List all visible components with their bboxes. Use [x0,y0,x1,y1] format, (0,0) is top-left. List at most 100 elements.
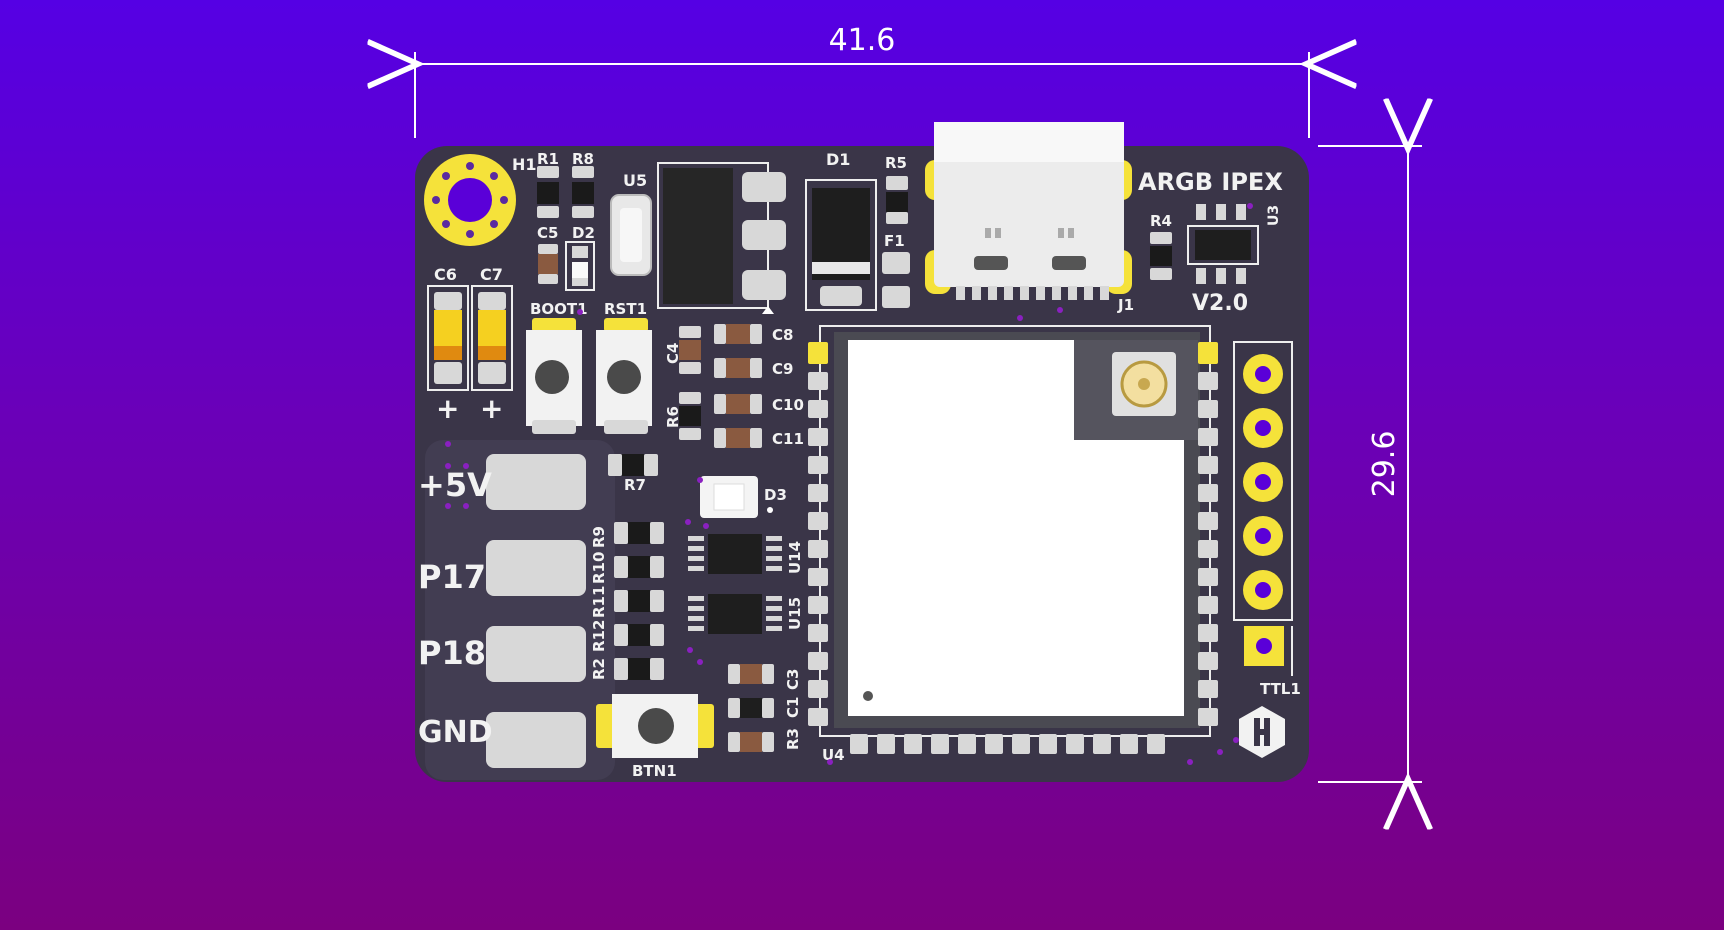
ref-ttl1: TTL1 [1260,680,1301,698]
resistor-r10: R10 [590,552,664,584]
resistor-r8: R8 [572,150,594,218]
ref-d3: D3 [764,486,787,504]
vias [445,203,1253,765]
capacitor-c7: C7 + [471,265,513,425]
ref-u15: U15 [786,597,804,630]
polarity-mark-c7: + [480,392,503,425]
ref-c4: C4 [664,343,682,364]
ic-u14: U14 [688,534,804,574]
led-d3: D3 [700,476,787,518]
polarity-mark-c6: + [436,392,459,425]
diode-d1: D1 [805,150,877,311]
ref-u14: U14 [786,541,804,574]
resistor-r2: R2 [590,658,664,680]
capacitor-c9: C9 [714,358,793,378]
ref-r1: R1 [537,150,559,168]
ref-c8: C8 [772,326,793,344]
ref-c9: C9 [772,360,793,378]
ref-r7: R7 [624,476,646,494]
ref-d2: D2 [572,224,595,242]
regulator-u5: U5 [610,162,786,314]
resistor-r1: R1 [537,150,559,218]
u4-bottom-pads [850,734,1165,754]
ref-rst1: RST1 [604,300,647,318]
capacitor-c10: C10 [714,394,804,414]
terminal-gnd[interactable]: GND [418,712,586,768]
capacitor-c11: C11 [714,428,804,448]
ref-u3: U3 [1266,205,1282,226]
ref-d1: D1 [826,150,850,169]
ref-c10: C10 [772,396,804,414]
header-pin-1[interactable] [1243,354,1283,394]
wifi-module-u4: U4 [808,325,1218,764]
ref-c11: C11 [772,430,804,448]
resistor-r9: R9 [590,522,664,548]
board-version: V2.0 [1192,291,1248,316]
terminal-label-gnd: GND [418,715,493,750]
ic-u15: U15 [688,594,804,634]
ttl-header[interactable]: TTL1 [1233,341,1301,698]
ipex-connector [1112,352,1176,416]
ref-r12: R12 [590,620,608,652]
led-d2: D2 [565,224,595,291]
resistor-r12: R12 [590,620,664,652]
capacitor-c1: C1 [728,697,802,718]
header-pin-2[interactable] [1243,408,1283,448]
height-dimension: 29.6 [1318,146,1422,782]
width-dimension-label: 41.6 [829,23,896,58]
ref-c7: C7 [480,265,503,284]
resistor-r4: R4 [1150,212,1172,280]
ref-r11: R11 [590,586,608,618]
ref-r5: R5 [885,154,907,172]
height-dimension-label: 29.6 [1367,431,1402,498]
resistor-r5: R5 [885,154,908,224]
board-title: ARGB IPEX [1138,168,1283,196]
header-pin-5[interactable] [1243,570,1283,610]
ref-r8: R8 [572,150,594,168]
reset-button[interactable]: RST1 [596,300,652,434]
terminal-p18[interactable]: P18 [418,626,586,682]
ref-c5: C5 [537,224,558,242]
ref-btn1: BTN1 [632,762,677,780]
ref-c3: C3 [784,669,802,690]
resistor-r7: R7 [608,454,658,494]
width-dimension: 41.6 [415,23,1309,138]
mounting-hole-h1: H1 [424,154,537,246]
pcb-board-panel [425,440,615,780]
u4-right-pads [1198,372,1218,726]
u4-left-pads [808,372,828,726]
ref-c6: C6 [434,265,457,284]
terminal-p17[interactable]: P17 [418,540,586,596]
ref-h1: H1 [512,155,537,174]
ref-r4: R4 [1150,212,1172,230]
terminal-5v[interactable]: +5V [418,454,586,510]
capacitor-c8: C8 [714,324,793,344]
header-pin-4[interactable] [1243,516,1283,556]
capacitor-c3: C3 [728,664,802,690]
ref-r2: R2 [590,658,608,680]
brand-logo [1239,706,1285,758]
ic-u3: U3 [1187,204,1282,284]
ttl-square-pad[interactable] [1244,626,1284,666]
capacitor-c6: C6 + [427,265,469,425]
boot-button[interactable]: BOOT1 [526,300,588,434]
ref-j1: J1 [1117,296,1134,314]
header-pin-3[interactable] [1243,462,1283,502]
ref-r6: R6 [664,406,682,428]
terminal-label-p17: P17 [418,558,486,596]
ref-u4: U4 [822,746,845,764]
capacitor-c5: C5 [537,224,558,284]
fuse-f1: F1 [882,232,910,308]
user-button-btn1[interactable]: BTN1 [596,694,714,780]
ref-r3: R3 [784,728,802,750]
resistor-r3: R3 [728,728,802,752]
ref-u5: U5 [623,171,647,190]
capacitor-c4: C4 [664,326,701,374]
ref-r9: R9 [590,526,608,548]
terminal-label-p18: P18 [418,634,486,672]
resistor-r11: R11 [590,586,664,618]
terminal-label-5v: +5V [418,466,492,504]
usb-c-connector-j1: J1 [925,122,1134,314]
ref-c1: C1 [784,697,802,718]
